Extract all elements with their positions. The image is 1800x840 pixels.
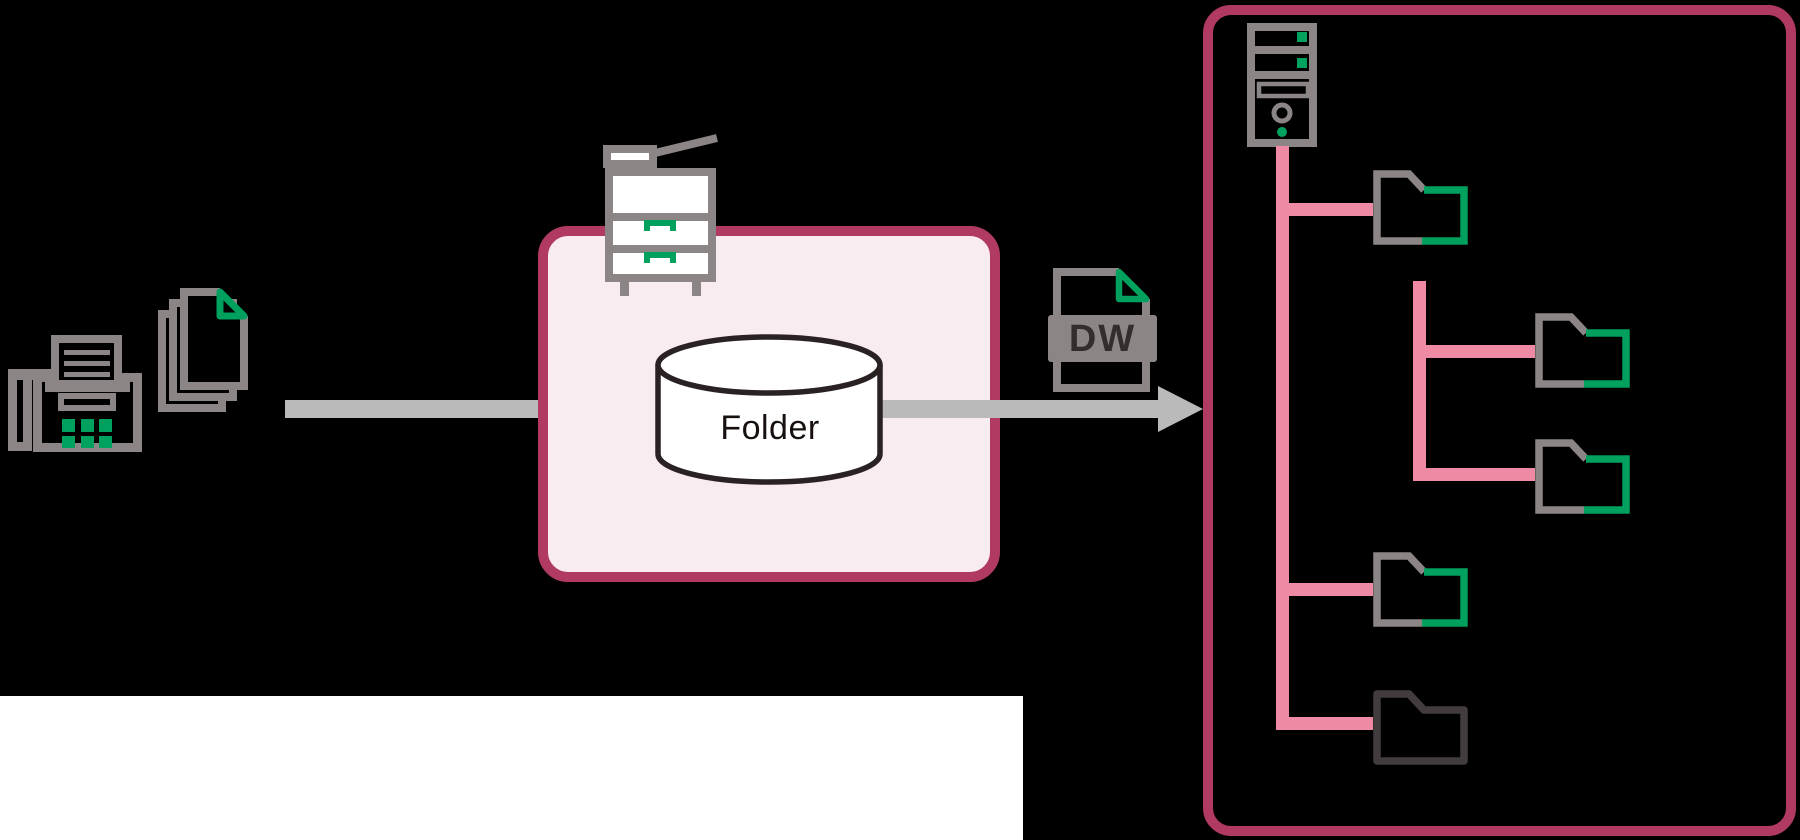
- tree-branch-line: [1283, 203, 1373, 216]
- tree-branch-line: [1420, 345, 1535, 358]
- folder-icon: [1535, 439, 1630, 514]
- folder-icon-inactive: [1373, 690, 1468, 765]
- dw-file-icon: [1048, 268, 1157, 392]
- fax-keypad: [62, 419, 112, 448]
- folder-icon: [1373, 170, 1468, 245]
- tree-branch-line: [1420, 468, 1535, 481]
- server-led: [1297, 58, 1307, 68]
- tree-branch-line: [1283, 583, 1373, 596]
- fax-machine-icon: [8, 335, 142, 452]
- file-fold-corner: [1115, 268, 1150, 303]
- multifunction-printer-icon: [603, 134, 718, 296]
- folder-icon: [1535, 313, 1630, 388]
- database-cylinder-icon: [655, 334, 883, 485]
- server-tower-icon: [1247, 23, 1317, 147]
- flow-arrow-right-head: [1158, 386, 1203, 432]
- printer-drawer-handle: [644, 252, 676, 263]
- tree-branch-line: [1283, 717, 1373, 730]
- flow-arrow-left-shaft: [285, 400, 595, 418]
- server-power-led: [1277, 127, 1287, 137]
- document-fold-corner: [216, 288, 248, 320]
- document-stack-icon: [158, 288, 248, 412]
- printer-drawer-handle: [644, 220, 676, 231]
- flow-arrow-right-shaft: [878, 400, 1158, 418]
- dw-file-label: DW: [1068, 318, 1137, 360]
- tree-subtrunk-line: [1413, 281, 1426, 481]
- server-led: [1297, 32, 1307, 42]
- server-folder-panel: [1203, 5, 1796, 836]
- folder-icon: [1373, 552, 1468, 627]
- cylinder-label: Folder: [720, 409, 820, 447]
- tree-trunk-line: [1276, 146, 1289, 730]
- page-white-backdrop: [0, 696, 1023, 840]
